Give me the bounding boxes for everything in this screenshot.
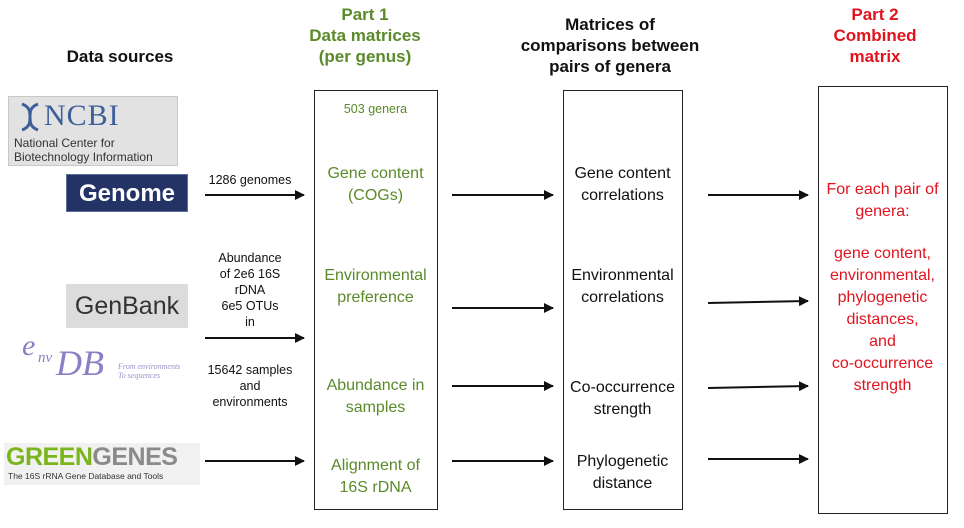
part1-item-line: Gene content (327, 165, 424, 182)
greengenes-wordmark: GREENGENES (6, 443, 178, 471)
ncbi-logo-name: NCBI (44, 99, 120, 132)
abundance-line: of 2e6 16S (219, 267, 281, 281)
part1-item-line: 16S rDNA (339, 479, 412, 496)
part2-intro: For each pair of genera: (819, 179, 946, 223)
envdb-tagline: From environments To sequences (118, 362, 180, 380)
genbank-logo: GenBank (66, 284, 188, 328)
greengenes-logo: GREENGENES The 16S rRNA Gene Database an… (4, 443, 200, 485)
part1-item-line: Abundance in (326, 377, 425, 394)
comparison-item-line: strength (593, 401, 652, 418)
part2-item-line: phylogenetic (837, 289, 928, 306)
comparison-item-line: Phylogenetic (576, 453, 669, 470)
ncbi-subtitle-line: Biotechnology Information (14, 150, 153, 164)
envdb-e: e (22, 329, 36, 362)
part1-item-line: preference (337, 289, 414, 306)
dna-helix-icon (21, 102, 39, 132)
samples-line: 15642 samples (207, 363, 293, 377)
part1-header: Part 1 Data matrices (per genus) (290, 4, 440, 67)
comparisons-header-line: comparisons between (520, 36, 700, 55)
comparison-item-cooccurrence: Co-occurrence strength (564, 377, 681, 421)
data-sources-header: Data sources (66, 47, 174, 66)
part2-intro-line: genera: (855, 203, 910, 220)
comparison-item-line: distance (592, 475, 653, 492)
part1-item-gene-content: Gene content (COGs) (315, 163, 436, 207)
part1-item-alignment: Alignment of 16S rDNA (315, 455, 436, 499)
genome-logo: Genome (66, 174, 188, 212)
envdb-logo: e nv DB From environments To sequences (18, 330, 198, 386)
ncbi-logo-subtitle: National Center for Biotechnology Inform… (14, 136, 153, 164)
arrow-cooccurrence-to-part2 (707, 381, 809, 392)
part2-item-line: strength (853, 377, 912, 394)
part2-item-line: co-occurrence (831, 355, 934, 372)
part1-item-environmental: Environmental preference (315, 265, 436, 309)
part2-item-line: distances, (846, 311, 919, 328)
part2-item-line: gene content, (834, 245, 931, 262)
comparisons-header: Matrices of comparisons between pairs of… (510, 14, 710, 77)
comparison-item-line: correlations (581, 289, 664, 306)
comparisons-header-line: Matrices of (565, 15, 655, 34)
part2-header-line: Combined (833, 26, 917, 45)
part2-combined-matrix-box: For each pair of genera: gene content, e… (818, 86, 948, 514)
genomes-count-label: 1286 genomes (208, 173, 292, 187)
part2-header-line: Part 2 (851, 5, 899, 24)
part2-item-line: and (869, 333, 896, 350)
part1-header-line: Data matrices (309, 26, 421, 45)
part1-item-line: (COGs) (347, 187, 404, 204)
comparison-item-line: correlations (581, 187, 664, 204)
comparisons-header-line: pairs of genera (549, 57, 671, 76)
abundance-line: rDNA (234, 283, 266, 297)
part1-item-abundance: Abundance in samples (315, 375, 436, 419)
part2-items: gene content, environmental, phylogeneti… (819, 243, 946, 397)
genera-count: 503 genera (343, 102, 408, 116)
envdb-tagline-line: From environments (118, 362, 181, 371)
part2-item-line: environmental, (830, 267, 935, 284)
comparisons-matrices-box: Gene content correlations Environmental … (563, 90, 683, 510)
samples-line: environments (212, 395, 288, 409)
part2-header-line: matrix (849, 47, 901, 66)
envdb-nv: nv (38, 350, 53, 366)
part1-item-line: Alignment of (331, 457, 420, 474)
arrow-env-correlations-to-part2 (707, 296, 809, 307)
envdb-db: DB (56, 343, 104, 383)
part1-data-matrices-box: 503 genera Gene content (COGs) Environme… (314, 90, 438, 510)
comparison-item-line: Co-occurrence (570, 379, 675, 396)
part1-item-line: Environmental (324, 267, 427, 284)
abundance-line: 6e5 OTUs (221, 299, 279, 313)
comparison-item-line: Gene content (574, 165, 671, 182)
abundance-label: Abundance of 2e6 16S rDNA 6e5 OTUs in (200, 250, 300, 330)
samples-label: 15642 samples and environments (198, 362, 302, 410)
part1-item-line: samples (345, 399, 406, 416)
greengenes-tagline: The 16S rRNA Gene Database and Tools (8, 471, 164, 481)
abundance-line: in (245, 315, 255, 329)
comparison-item-line: Environmental (571, 267, 674, 284)
greengenes-genes: GENES (92, 443, 178, 471)
greengenes-green: GREEN (6, 443, 93, 471)
comparison-item-gene-content: Gene content correlations (564, 163, 681, 207)
part1-header-line: (per genus) (318, 47, 412, 66)
comparison-item-environmental: Environmental correlations (564, 265, 681, 309)
ncbi-subtitle-line: National Center for (14, 136, 115, 150)
part2-intro-line: For each pair of (826, 181, 939, 198)
samples-line: and (239, 379, 261, 393)
envdb-tagline-line: To sequences (118, 371, 161, 380)
part1-header-line: Part 1 (341, 5, 389, 24)
abundance-line: Abundance (218, 251, 282, 265)
comparison-item-phylogenetic: Phylogenetic distance (564, 451, 681, 495)
part2-header: Part 2 Combined matrix (810, 4, 940, 67)
ncbi-logo: NCBI National Center for Biotechnology I… (8, 96, 178, 166)
